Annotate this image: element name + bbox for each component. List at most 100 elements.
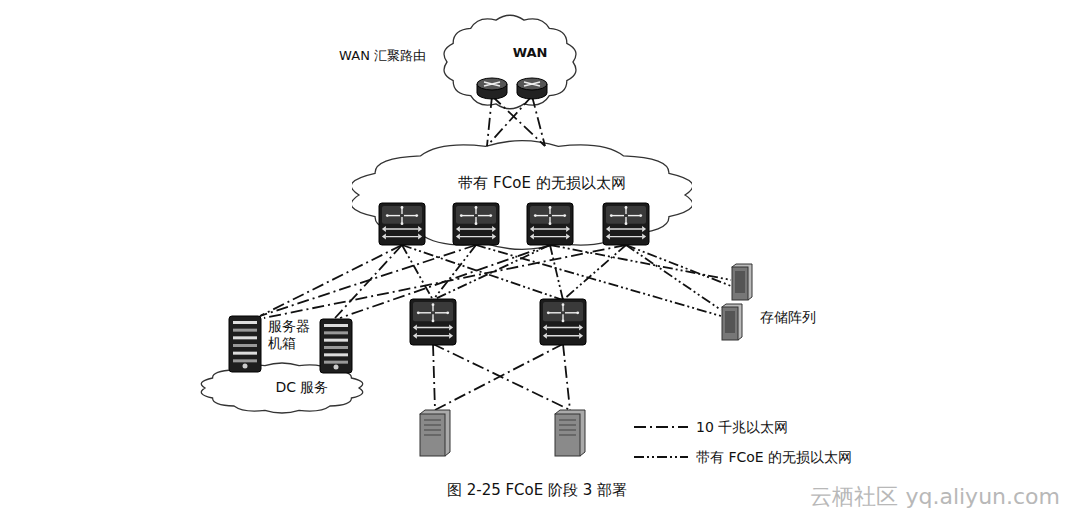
switch-arrowhead [530, 226, 534, 232]
storage-front [732, 267, 748, 300]
switch-icon [527, 203, 573, 245]
switch-top [382, 206, 422, 224]
storage-panel [735, 271, 745, 293]
switch-arrowhead [418, 234, 422, 240]
switch-arrow [417, 335, 449, 336]
router-top [517, 78, 547, 90]
link-line [626, 245, 731, 286]
cloud-outline [440, 12, 580, 112]
switch-arrowhead [492, 234, 496, 240]
chassis-blade [233, 321, 257, 324]
link-line [492, 96, 545, 146]
arrow-tip [417, 311, 420, 314]
arrow-stroke [628, 215, 641, 216]
switch-body [379, 203, 425, 245]
router-arrows [484, 82, 500, 86]
switch-arrow [547, 335, 579, 336]
arrow-stroke [535, 215, 548, 216]
switch-icon [540, 299, 586, 345]
chassis-label: 服务器 机箱 [268, 318, 310, 352]
arrow-tip [563, 214, 566, 217]
arrow-tip [549, 222, 552, 225]
server-slot [559, 420, 576, 421]
arrow-stroke [562, 314, 563, 321]
link-line [433, 344, 435, 410]
storage-label: 存储阵列 [760, 309, 816, 326]
switch-arrowhead [413, 325, 417, 331]
arrow-stroke [401, 208, 402, 215]
switch-arrowhead [606, 234, 610, 240]
chassis-blade [233, 359, 257, 362]
arrow-tip [576, 311, 579, 314]
legend-line [634, 426, 688, 428]
arrow-tip [432, 319, 435, 322]
chassis-icon [229, 316, 261, 372]
switch-icon [453, 203, 499, 245]
arrow-stroke [552, 215, 565, 216]
switch-arrowhead [449, 325, 453, 331]
arrow-tip [562, 319, 565, 322]
wan-cloud: WAN 汇聚路由WAN [440, 12, 620, 112]
link-line [563, 245, 626, 300]
cloud-label: WAN [440, 45, 620, 61]
server-icon [420, 410, 450, 456]
chassis-light [334, 365, 339, 370]
switch-arrowhead [492, 226, 496, 232]
cloud-outline [352, 138, 692, 252]
switch-top [530, 206, 570, 224]
link-line [260, 245, 476, 316]
link-line [626, 245, 721, 310]
chassis-blade [233, 352, 257, 355]
switch-arrow [534, 228, 566, 229]
switch-arrowhead [642, 226, 646, 232]
arrow-stroke [562, 305, 563, 312]
server-front [555, 414, 580, 456]
legend-text: 10 千兆以太网 [696, 419, 788, 437]
switch-arrow [386, 236, 418, 237]
arrow-stroke [625, 208, 626, 215]
dc-service-cloud: 服务器 机箱DC 服务 [198, 358, 406, 418]
link-line [264, 245, 626, 318]
link-line [532, 96, 545, 146]
arrow-tip [401, 206, 404, 209]
arrow-stroke [404, 215, 417, 216]
switch-arrowhead [382, 234, 386, 240]
link-line [433, 344, 570, 410]
arrow-stroke [387, 215, 400, 216]
cloud-label: 带有 FCoE 的无损以太网 [352, 174, 732, 192]
arrow-stroke [611, 215, 624, 216]
switch-body [603, 203, 649, 245]
cloud-shape [444, 15, 576, 109]
arrow-tip [460, 214, 463, 217]
switch-arrow [386, 228, 418, 229]
switch-arrow [534, 236, 566, 237]
link-line [433, 245, 550, 300]
switch-top [543, 302, 583, 321]
link-line [435, 344, 563, 410]
link-line [476, 245, 721, 316]
switch-arrowhead [418, 226, 422, 232]
arrow-stroke [432, 305, 433, 312]
router-top [477, 78, 507, 90]
server-slot [424, 420, 441, 421]
switch-body [540, 299, 586, 345]
network-link [260, 245, 626, 318]
switch-arrowhead [566, 234, 570, 240]
switch-arrow [610, 228, 642, 229]
link-line [550, 245, 731, 280]
arrow-tip [625, 206, 628, 209]
router-icon [517, 78, 547, 99]
chassis-blade [233, 344, 257, 347]
switch-arrowhead [456, 226, 460, 232]
lossless-ethernet-cloud: 带有 FCoE 的无损以太网 [352, 138, 732, 252]
cloud-heading: WAN 汇聚路由 [339, 48, 426, 64]
switch-icon [603, 203, 649, 245]
chassis-blade [233, 336, 257, 339]
arrow-tip [401, 222, 404, 225]
storage-side [722, 304, 742, 340]
link-line [260, 245, 402, 316]
link-line [402, 245, 433, 300]
server-side [420, 410, 450, 456]
